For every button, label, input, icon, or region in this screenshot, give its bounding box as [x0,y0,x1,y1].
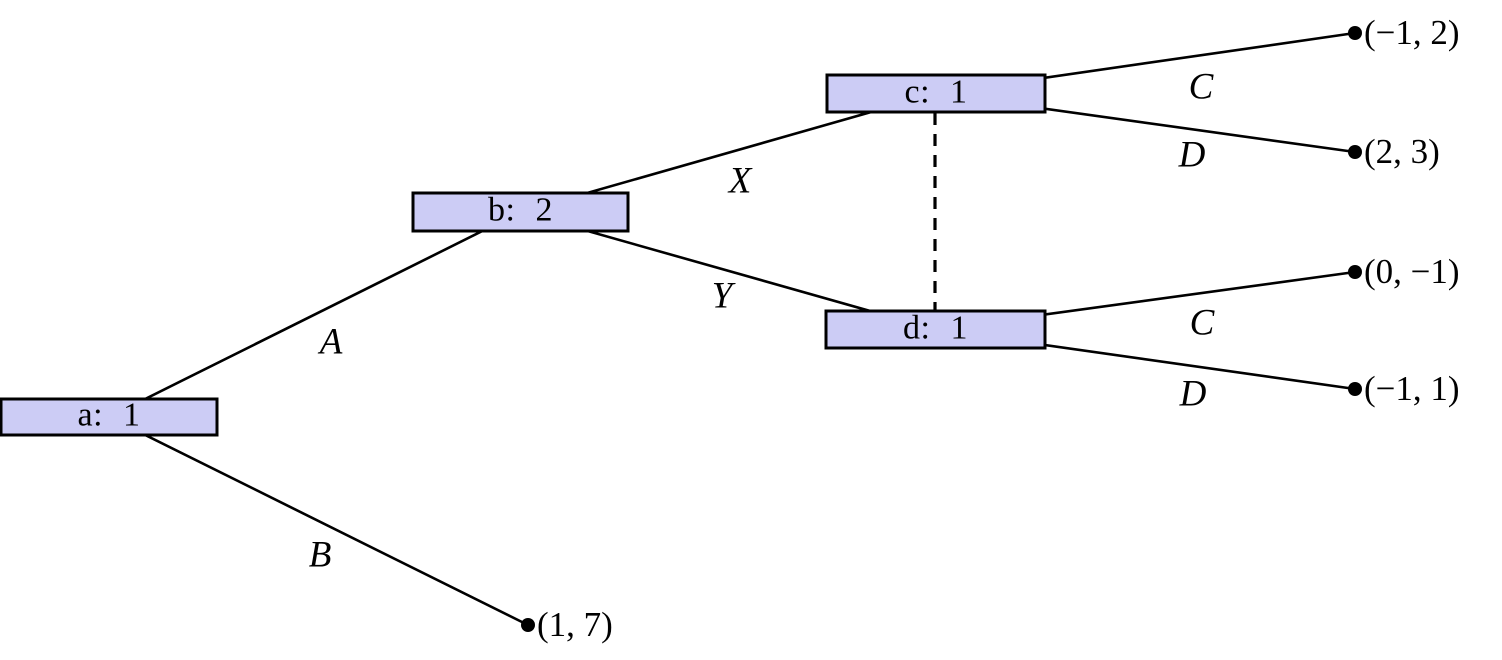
edge-label-d-t_d1: C [1189,302,1215,344]
edge-label-a-t_b: B [308,534,332,576]
payoff-label-t_d2: (−1, 1) [1364,368,1460,408]
decision-node-a [0,397,219,437]
terminal-dot-t_b [521,618,535,632]
payoff-label-t_d1: (0, −1) [1364,251,1460,291]
edge-label-c-t_c2: D [1178,134,1206,176]
edge-line-a-t_b [108,415,529,627]
edge-label-b-c: X [728,160,752,202]
payoff-label-t_c2: (2, 3) [1364,131,1440,171]
node-label-d: d: 1 [903,309,968,347]
edge-label-d-t_d2: D [1179,373,1207,415]
terminal-dot-t_c1 [1348,26,1362,40]
edge-label-a-b: A [319,321,343,363]
payoff-label-t_b: (1, 7) [537,604,613,644]
node-label-c: c: 1 [904,73,968,111]
decision-node-c [825,73,1047,114]
terminal-dot-t_c2 [1348,145,1362,159]
node-label-b: b: 2 [488,191,553,229]
terminal-dot-t_d1 [1348,265,1362,279]
payoff-label-t_c1: (−1, 2) [1364,12,1460,52]
terminal-dot-t_d2 [1348,382,1362,396]
edge-label-c-t_c1: C [1188,66,1214,108]
edge-label-b-d: Y [711,275,733,317]
edge-line-a-b [108,210,522,419]
decision-node-b [411,191,630,233]
node-label-a: a: 1 [77,396,141,434]
decision-node-d [824,309,1047,350]
